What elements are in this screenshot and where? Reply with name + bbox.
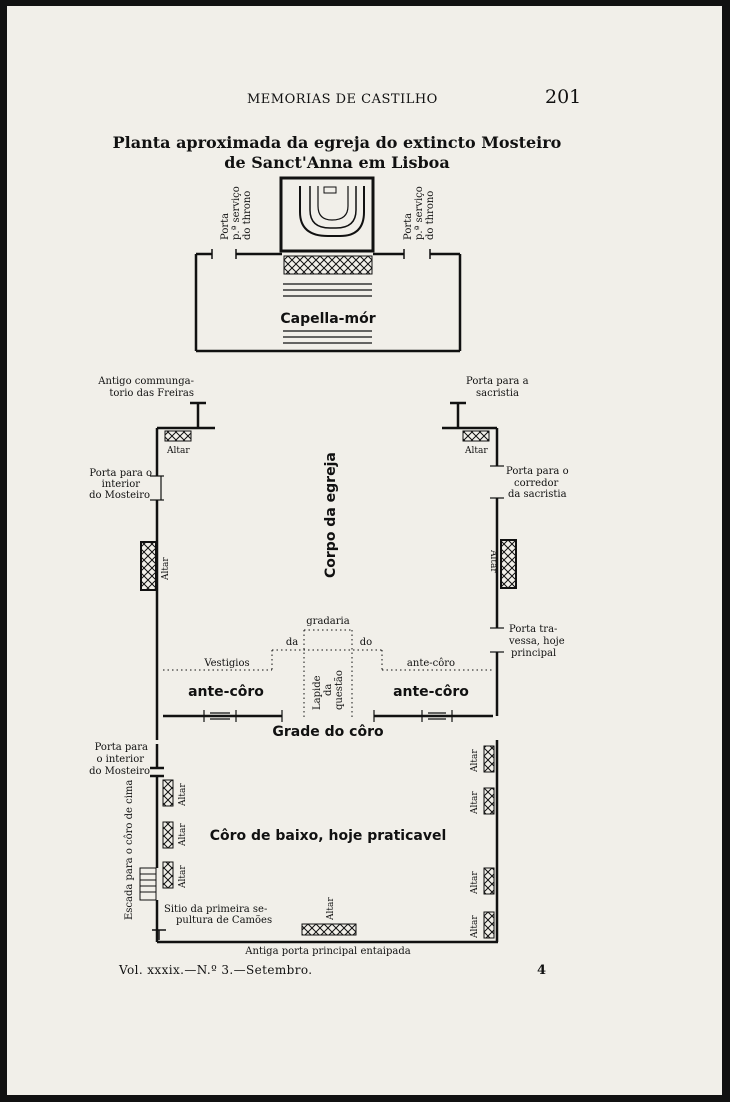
footer-volume: Vol. xxxix.—N.º 3.—Setembro. [119, 963, 313, 977]
label-altar-left-top: Altar [166, 446, 190, 456]
label-porta-interior-2c: do Mosteiro [89, 766, 150, 777]
label-altar-coro-l3: Altar [178, 865, 188, 889]
label-porta-corredor-c: da sacristia [508, 489, 567, 500]
label-porta-interior-1c: do Mosteiro [89, 490, 150, 501]
staircase [139, 867, 157, 901]
camoes-grave-marker [152, 929, 166, 940]
label-antigo-communga-1: Antigo communga- [97, 376, 194, 387]
side-doors-nave [150, 465, 504, 653]
label-porta-travessa-1: Porta tra- [509, 624, 557, 635]
label-porta-sacristia-1: Porta para a [466, 376, 529, 387]
label-porta-interior-1b: interior [102, 479, 141, 490]
label-escada: Escada para o côro de cima [124, 780, 135, 920]
svg-text:Lapide: Lapide [312, 675, 323, 710]
label-porta-sacristia-2: sacristia [476, 388, 519, 399]
altar-rail-capella [283, 255, 373, 275]
nave-walls [155, 401, 499, 740]
label-ante-coro-small: ante-côro [407, 658, 455, 669]
label-coro-de-baixo: Côro de baixo, hoje praticavel [210, 828, 447, 844]
grade-gates [203, 710, 453, 722]
label-altar-right-mid: Altar [488, 549, 498, 573]
label-altar-right-top: Altar [464, 446, 488, 456]
label-porta-interior-2b: o interior [96, 754, 144, 765]
running-head: MEMORIAS DE CASTILHO [247, 92, 438, 107]
label-altar-coro-l1: Altar [178, 783, 188, 807]
label-da: da [286, 637, 298, 648]
label-porta-travessa-2: vessa, hoje [508, 636, 565, 647]
footer-sheet-number: 4 [537, 963, 547, 978]
capella-mor-walls [194, 252, 462, 353]
label-altar-left-mid: Altar [161, 557, 171, 581]
label-porta-servico-left: Porta p.ª serviço do throno [220, 186, 253, 240]
label-altar-coro-l2: Altar [178, 823, 188, 847]
label-porta-servico-right: Porta p.ª serviço do throno [403, 186, 436, 240]
label-sitio-camoes-2: pultura de Camões [176, 915, 272, 926]
label-antigo-communga-2: torio das Freiras [109, 388, 194, 399]
label-ante-coro-right: ante-côro [393, 684, 469, 700]
label-ante-coro-left: ante-côro [188, 684, 264, 700]
svg-text:da: da [323, 684, 334, 696]
throne-doors [211, 249, 431, 259]
label-lapide-da-questao: Lapide da questão [312, 670, 345, 710]
label-antiga-porta: Antiga porta principal entaipada [244, 946, 410, 957]
altar-steps [283, 283, 372, 344]
svg-text:Porta: Porta [220, 213, 231, 240]
label-altar-coro-r3: Altar [470, 871, 480, 895]
label-porta-travessa-3: principal [511, 648, 556, 659]
label-altar-coro-r1: Altar [470, 749, 480, 773]
label-sitio-camoes-1: Sitio da primeira se- [164, 904, 267, 915]
altar-box-right-top [462, 430, 490, 442]
altar-box-right-mid [500, 539, 517, 589]
label-porta-corredor-a: Porta para o [506, 466, 569, 477]
coro-altar-boxes [162, 745, 495, 939]
svg-text:do throno: do throno [242, 191, 253, 240]
label-altar-coro-r4: Altar [470, 915, 480, 939]
svg-text:do throno: do throno [425, 191, 436, 240]
coro-walls [150, 740, 499, 944]
svg-text:Porta: Porta [403, 213, 414, 240]
label-capella-mor: Capella-mór [280, 311, 375, 327]
gradaria-dotted-outline [163, 629, 492, 718]
altar-box-bottom-center [301, 923, 357, 936]
label-altar-bottom: Altar [326, 897, 336, 921]
svg-text:p.ª serviço: p.ª serviço [231, 186, 242, 240]
throne-apse [279, 176, 375, 253]
label-altar-coro-r2: Altar [470, 791, 480, 815]
page-number: 201 [545, 86, 582, 108]
label-gradaria: gradaria [306, 616, 349, 627]
altar-box-left-top [164, 430, 192, 442]
label-vestigios: Vestigios [203, 658, 249, 669]
label-porta-corredor-b: corredor [514, 478, 559, 489]
label-do: do [360, 637, 372, 648]
svg-text:questão: questão [334, 670, 345, 710]
label-porta-interior-1a: Porta para o [89, 468, 152, 479]
plan-title-line-2: de Sanct'Anna em Lisboa [224, 153, 450, 172]
plan-title-line-1: Planta aproximada da egreja do extincto … [112, 133, 562, 152]
label-porta-interior-2a: Porta para [95, 742, 148, 753]
altar-box-left-mid [140, 541, 157, 591]
svg-text:p.ª serviço: p.ª serviço [414, 186, 425, 240]
label-corpo-da-egreja: Corpo da egreja [323, 452, 339, 578]
label-grade-do-coro: Grade do côro [272, 724, 384, 740]
